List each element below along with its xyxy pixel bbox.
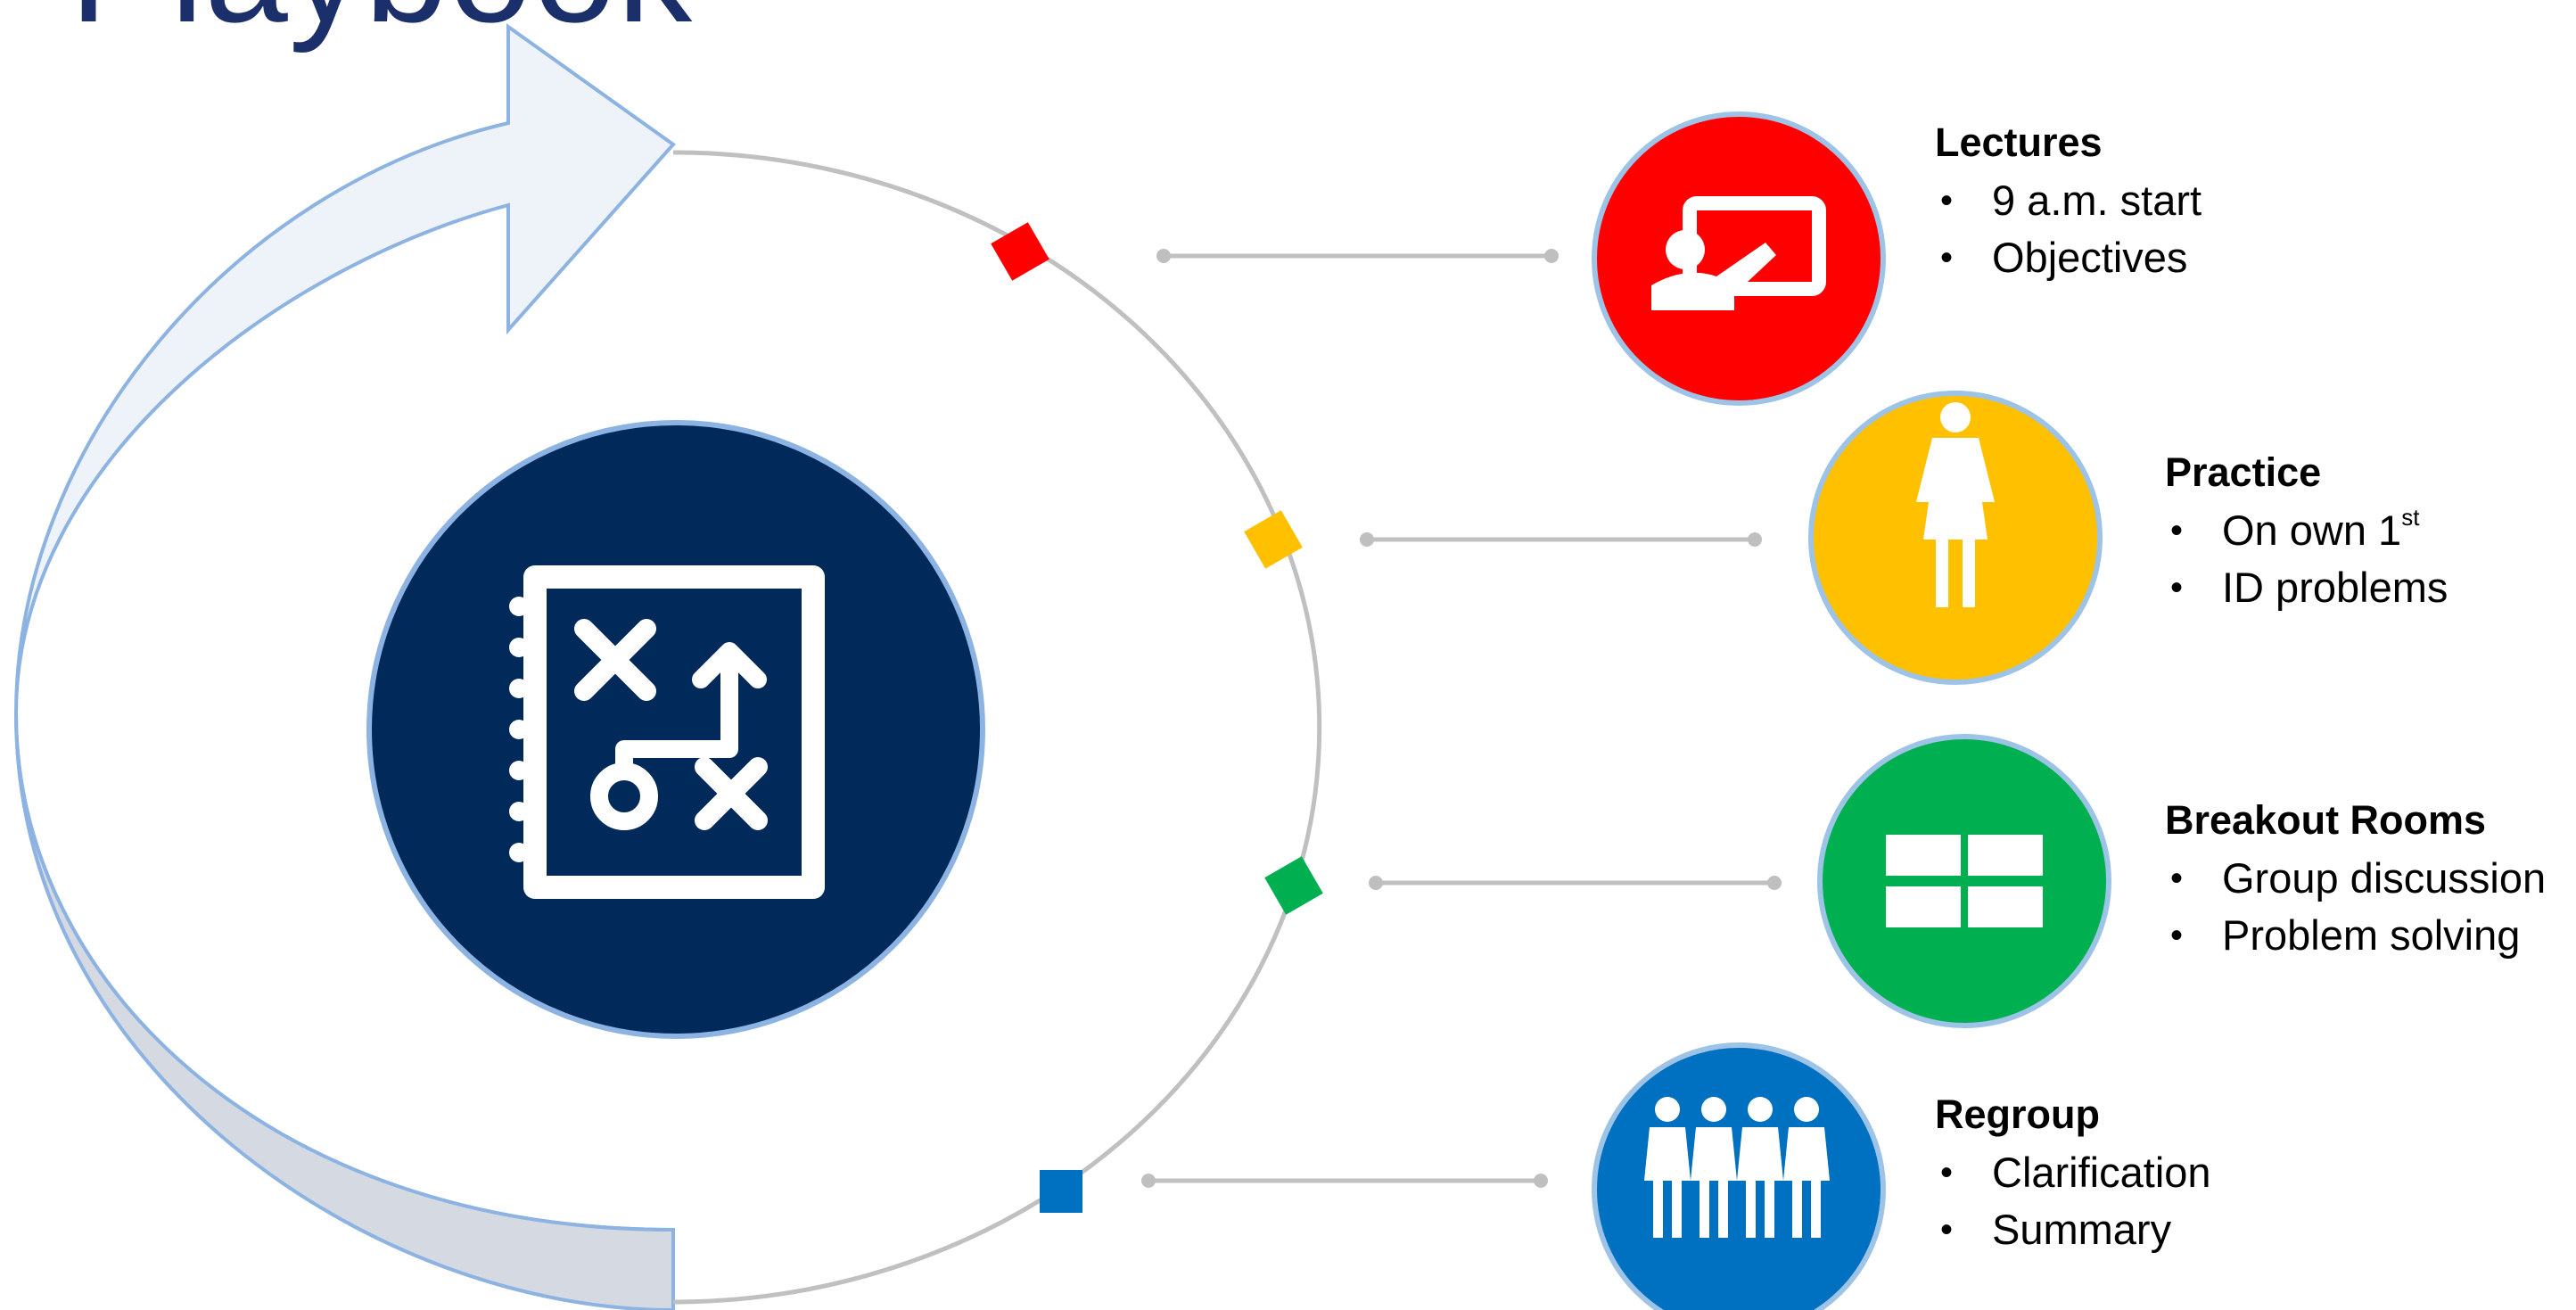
regroup-badge [1592,1042,1886,1310]
regroup-title: Regroup [1935,1092,2100,1137]
regroup-connector-end [1534,1174,1548,1188]
presenter-board-icon [1651,196,1826,310]
lectures-badge [1592,111,1886,406]
breakout-connector-end [1767,876,1782,890]
regroup-connector-start [1141,1174,1156,1188]
practice-label: Practice •On own 1st •ID problems [2165,446,2448,616]
orbit-arc [672,150,1322,1305]
regroup-marker [1040,1170,1082,1213]
breakout-title: Breakout Rooms [2165,797,2487,843]
practice-title: Practice [2165,449,2322,495]
breakout-bullet-1: •Group discussion [2170,853,2547,902]
practice-connector-end [1748,532,1762,547]
lectures-bullet-2: •Objectives [1940,233,2188,281]
practice-bullet-2: •ID problems [2170,563,2448,611]
lectures-marker [991,222,1049,281]
regroup-bullet-1: •Clarification [1940,1148,2211,1196]
group-people-icon [1644,1097,1830,1238]
playbook-strategy-icon [509,565,825,899]
item-badges [1592,111,2111,1310]
grid-rooms-icon [1886,835,2043,927]
cycle-arrow [13,23,676,1310]
breakout-label: Breakout Rooms •Group discussion •Proble… [2165,794,2546,964]
regroup-label: Regroup •Clarification •Summary [1935,1088,2211,1258]
breakout-bullet-2: •Problem solving [2170,910,2521,959]
orbit-markers [991,222,1323,1213]
lectures-connector-start [1156,249,1171,263]
person-icon [1916,402,1995,607]
lectures-title: Lectures [1935,119,2103,165]
page-title: Playbook [70,0,693,45]
breakout-badge [1817,734,2111,1028]
lectures-connector-end [1544,249,1559,263]
connector-lines [1141,249,1782,1188]
practice-marker [1244,510,1303,569]
practice-badge [1808,391,2103,685]
center-circle [366,420,985,1039]
practice-connector-start [1360,532,1374,547]
breakout-connector-start [1369,876,1383,890]
lectures-label: Lectures •9 a.m. start •Objectives [1935,116,2202,286]
regroup-bullet-2: •Summary [1940,1205,2172,1253]
lectures-bullet-1: •9 a.m. start [1940,176,2202,224]
practice-bullet-1: •On own 1st [2170,503,2420,554]
breakout-marker [1264,856,1323,915]
